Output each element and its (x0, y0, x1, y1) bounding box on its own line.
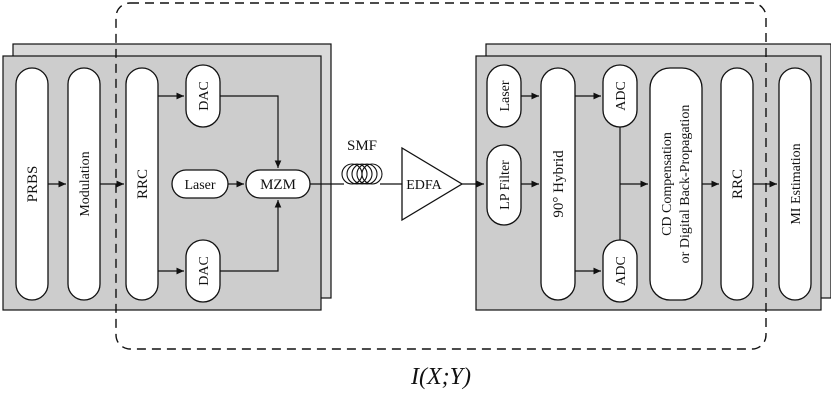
rrc-rx-label: RRC (730, 169, 746, 199)
rrc-tx-label: RRC (135, 169, 151, 199)
dac-top-label: DAC (197, 81, 212, 111)
edfa-amplifier-icon (401, 146, 464, 222)
lp-filter-block (486, 144, 522, 226)
adc-top-label: ADC (614, 81, 629, 111)
cd-compensation-block (649, 67, 703, 301)
prbs-label: PRBS (25, 166, 41, 203)
laser-tx-label: Laser (184, 178, 215, 193)
mi-estimation-block (778, 67, 812, 301)
modulation-label: Modulation (78, 151, 93, 216)
cd-compensation-line2: or Digital Back-Propagation (678, 105, 693, 264)
smf-label: SMF (347, 138, 377, 154)
laser-rx-label: Laser (498, 80, 513, 111)
wire-dac-top-mzm (220, 95, 282, 168)
smf-coil-icon (341, 163, 383, 185)
rrc-tx-block (125, 67, 159, 301)
edfa-label: EDFA (406, 178, 442, 193)
wire-dac-bottom-mzm (220, 200, 282, 272)
rx-panel (475, 55, 822, 311)
mi-boundary (115, 2, 767, 350)
mzm-label: MZM (260, 177, 296, 193)
cd-compensation-line1: CD Compensation (660, 132, 675, 236)
adc-bottom-label: ADC (614, 256, 629, 286)
lp-filter-label: LP Filter (498, 160, 513, 210)
dac-bottom-label: DAC (197, 256, 212, 286)
hybrid-block (540, 67, 576, 301)
mutual-information-label: I(X;Y) (410, 364, 471, 390)
hybrid-label: 90° Hybrid (551, 150, 567, 218)
mi-estimation-label: MI Estimation (789, 143, 804, 224)
